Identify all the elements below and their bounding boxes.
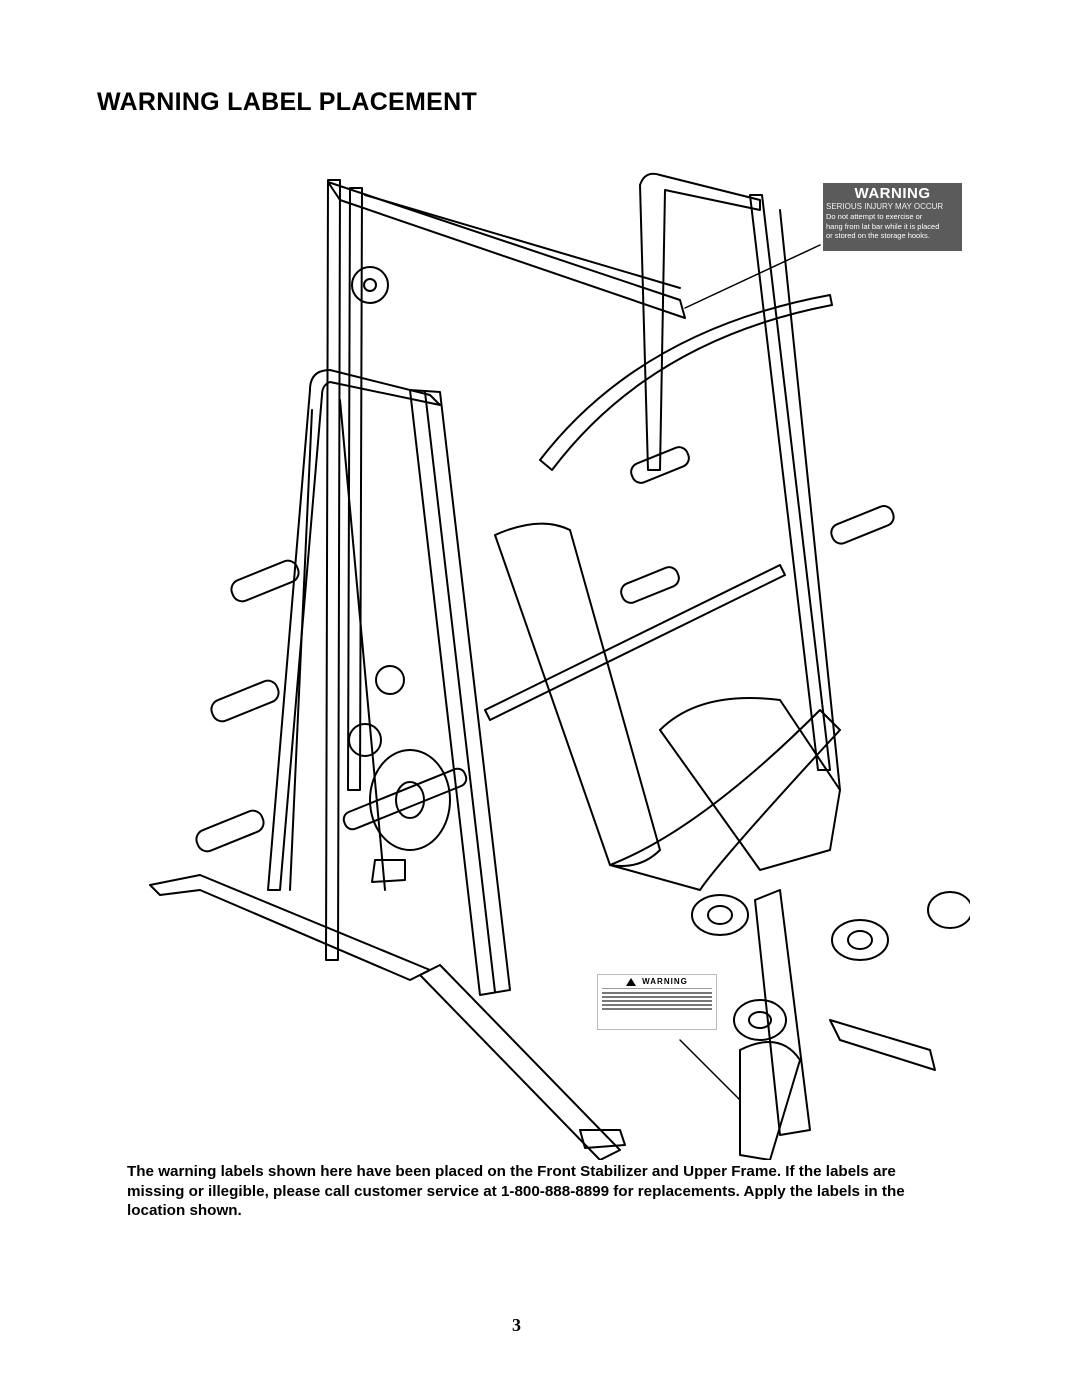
placement-instructions: The warning labels shown here have been … (127, 1163, 905, 1219)
page-number: 3 (512, 1315, 521, 1335)
fine-print-line (602, 996, 712, 998)
warning-line: or stored on the storage hooks. (826, 231, 930, 240)
warning-heading: WARNING (854, 185, 931, 202)
fine-print-line (602, 1008, 712, 1010)
warning-triangle-icon (626, 977, 637, 986)
warning-line: Do not attempt to exercise or (826, 212, 923, 221)
warning-header-row: WARNING (602, 977, 712, 989)
fine-print-line (602, 1004, 712, 1006)
warning-line: hang from lat bar while it is placed (826, 221, 940, 231)
fine-print-line (602, 992, 712, 994)
page-title: WARNING LABEL PLACEMENT (97, 88, 478, 116)
front-stabilizer-warning-label: WARNING (597, 974, 717, 1030)
fine-print-line (602, 1000, 712, 1002)
warning-subheading: SERIOUS INJURY MAY OCCUR (826, 202, 944, 211)
warning-heading: WARNING (642, 977, 688, 986)
home-gym-smith-machine-icon (149, 172, 970, 1160)
upper-frame-warning-label: WARNING SERIOUS INJURY MAY OCCUR Do not … (823, 183, 962, 251)
